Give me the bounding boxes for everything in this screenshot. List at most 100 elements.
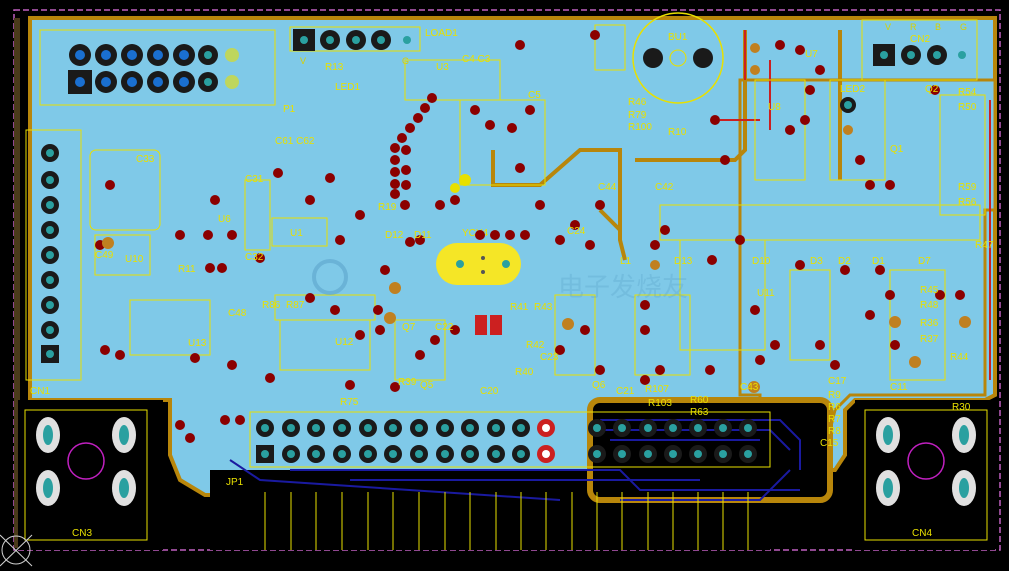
ref-c11: C11 (890, 382, 908, 393)
ref-r75: R75 (340, 397, 359, 408)
ref-r56: R56 (958, 197, 977, 208)
copper-region-right (738, 78, 997, 447)
bu1-pin-1 (643, 48, 663, 68)
ref-d1: D1 (872, 256, 885, 267)
ref-c22: C22 (435, 322, 454, 333)
ref-u7: U7 (805, 49, 818, 60)
ref-designators: U1 U3 U6 U7 U8 U10 U11 U12 U13 LED1 R13 … (95, 49, 994, 449)
cn3-outline (24, 409, 148, 541)
ref-r60: R60 (690, 395, 709, 406)
board-outline-left (14, 18, 20, 548)
cn2-label: CN2 (910, 34, 930, 45)
cn2-pins (873, 44, 966, 66)
red-pad-2 (490, 315, 502, 335)
watermark-text: 电子发烧友 (558, 272, 688, 302)
cn4-pad-2-hole (959, 425, 969, 445)
ref-u1: U1 (290, 228, 303, 239)
ref-d2: D2 (838, 256, 851, 267)
ref-d11: D11 (414, 230, 432, 241)
ref-d10: D10 (752, 256, 771, 267)
bu1-pin-2 (693, 48, 713, 68)
ref-c24: C24 (567, 226, 586, 237)
ref-d12: D12 (385, 230, 404, 241)
ref-r30: R30 (952, 402, 971, 413)
ref-c17: C17 (828, 376, 847, 387)
load1-pin-g: G (402, 56, 409, 66)
ref-r103: R103 (648, 398, 672, 409)
ref-r42: R42 (526, 340, 545, 351)
ref-c48: C48 (228, 308, 247, 319)
bu1-label: BU1 (668, 32, 688, 43)
crystal-pin-1 (456, 260, 464, 268)
cn3-pad-3-hole (43, 478, 53, 498)
ref-q2: Q2 (925, 84, 939, 95)
ref-c21: C21 (616, 386, 635, 397)
p1-pins (68, 44, 239, 94)
ref-r47: R47 (975, 240, 994, 251)
ref-c15: C15 (820, 438, 839, 449)
ref-r63: R63 (690, 407, 709, 418)
cn3-label: CN3 (72, 528, 92, 539)
ref-r43: R43 (534, 302, 553, 313)
ref-c4c3: C4 C3 (462, 54, 491, 65)
ref-r44: R44 (950, 352, 969, 363)
bottom-traces (229, 419, 801, 501)
ref-q7: Q7 (402, 322, 416, 333)
jp1-pins-row1 (256, 419, 757, 437)
cn2-pin-g: G (960, 22, 967, 32)
ref-r45: R45 (920, 285, 939, 296)
ref-c43: C43 (740, 382, 759, 393)
crystal-pin-4 (481, 270, 485, 274)
cn4-pad-4-hole (959, 478, 969, 498)
ref-l1: L1 (620, 256, 632, 267)
ref-r13: R13 (325, 62, 344, 73)
load1-outline (289, 26, 421, 52)
ref-u13: U13 (188, 338, 207, 349)
ref-r6: R6 (828, 402, 841, 413)
component-outlines (89, 24, 986, 381)
ref-r10: R10 (668, 127, 687, 138)
test-points (102, 43, 971, 393)
ref-r7: R7 (828, 414, 841, 425)
cn1-outline (25, 129, 82, 381)
load1-label: LOAD1 (425, 28, 458, 39)
ref-r54: R54 (958, 87, 977, 98)
ref-c31: C31 (245, 174, 264, 185)
jp1-pins-row2 (256, 445, 757, 463)
ref-u8: U8 (768, 102, 781, 113)
ref-r19: R19 (378, 202, 397, 213)
cn4-pad-3-hole (883, 478, 893, 498)
ref-r40: R40 (515, 367, 534, 378)
ref-r39: R39 (398, 377, 417, 388)
crystal-pin-2 (502, 260, 510, 268)
p1-outline (39, 29, 276, 106)
load1-pin-v: V (300, 56, 306, 66)
ref-r87: R87 (286, 300, 305, 311)
ref-r59: R59 (958, 182, 977, 193)
crystal-pin-3 (481, 256, 485, 260)
crosshair-icon (0, 534, 33, 567)
ref-c20: C20 (480, 386, 499, 397)
cn2-pin-r: R (910, 22, 917, 32)
ref-r107: R107 (645, 384, 669, 395)
cn3-pad-1-hole (43, 425, 53, 445)
cn3-pad-4-hole (119, 478, 129, 498)
cn3-pad-2-hole (119, 425, 129, 445)
cn1-label: CN1 (30, 386, 50, 397)
ref-q5: Q5 (420, 380, 434, 391)
ref-c44: C44 (598, 182, 617, 193)
red-traces (720, 30, 991, 380)
ref-r41: R41 (510, 302, 529, 313)
cn4-outline (864, 409, 988, 541)
ref-r9: R9 (828, 390, 841, 401)
cn4-center (907, 442, 945, 480)
cn4-pad-1-hole (883, 425, 893, 445)
cn1-pins (41, 144, 59, 363)
ref-r46: R46 (628, 97, 647, 108)
bu1-center (669, 49, 687, 67)
load1-pins (293, 29, 411, 51)
cn2-pin-v: V (885, 22, 891, 32)
ref-r50: R50 (958, 102, 977, 113)
ref-d3: D3 (810, 256, 823, 267)
